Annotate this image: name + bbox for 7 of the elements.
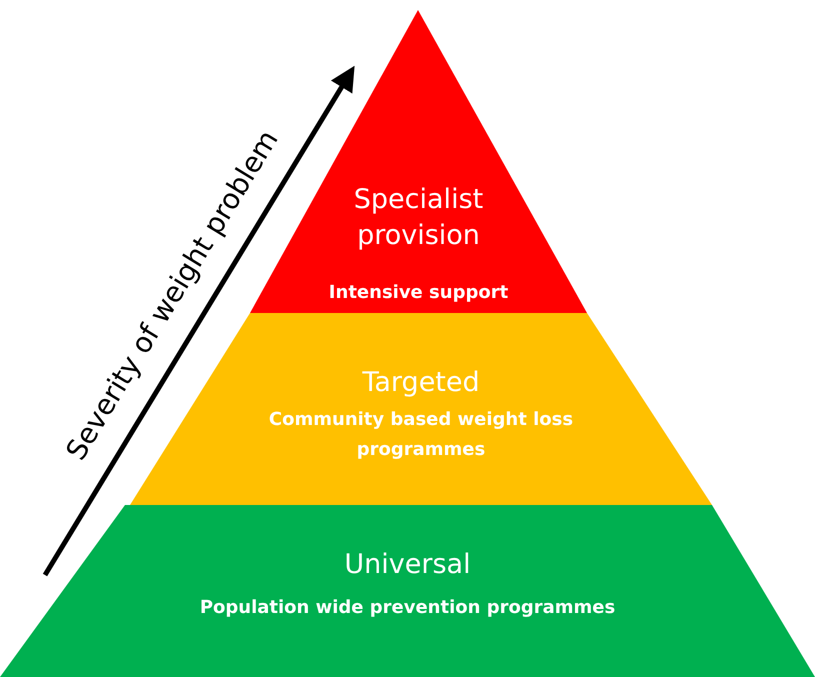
tier-title: Targeted [362,366,480,400]
tier-title: Universal [344,548,471,582]
tier-title: Specialist provision [352,183,484,253]
tier-description: Community based weight loss programmes [268,408,574,462]
tier-description: Population wide prevention programmes [200,596,616,620]
tier-description: Intensive support [328,281,508,305]
pyramid-tier [0,505,815,677]
